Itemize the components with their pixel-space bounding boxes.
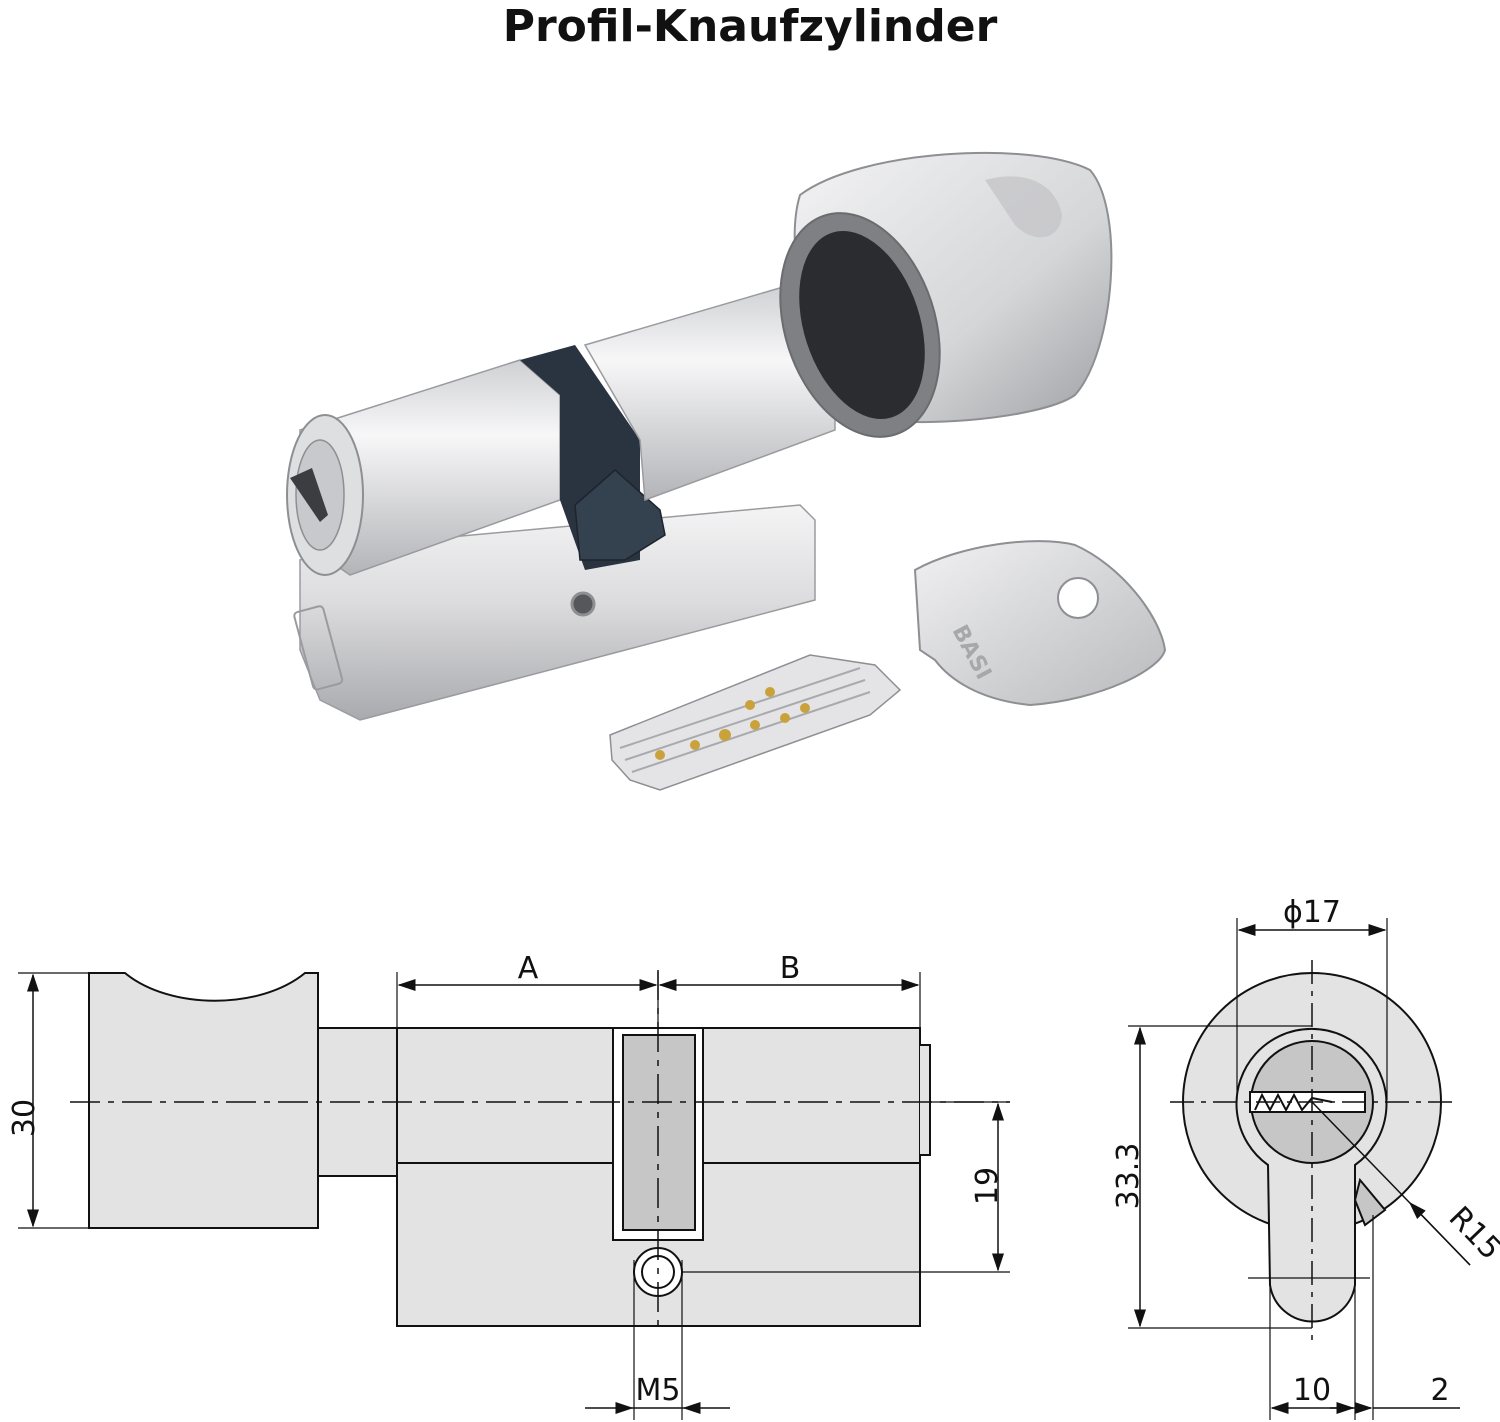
key-bow (913, 540, 1167, 707)
label-m5: M5 (636, 1373, 681, 1408)
side-view-drawing (18, 970, 1010, 1420)
label-a: A (518, 951, 539, 986)
label-19: 19 (970, 1167, 1005, 1205)
label-b: B (780, 951, 801, 986)
brand-logo (293, 605, 344, 691)
front-view-labels: ϕ17 33.3 R15 10 2 (1111, 895, 1500, 1408)
knob-outline (88, 972, 319, 1229)
fixing-screw-hole (570, 591, 596, 617)
key-pin-dimples (655, 687, 810, 760)
half-b-upper (702, 1027, 921, 1164)
label-33-3: 33.3 (1111, 1143, 1146, 1210)
keyway-slot (290, 468, 328, 522)
side-view-labels: 30 A B 19 M5 (7, 951, 1005, 1408)
half-a-upper (396, 1027, 614, 1164)
key-render: BASI (609, 540, 1167, 791)
front-view-drawing (1128, 918, 1471, 1420)
cam (622, 1034, 696, 1231)
label-17: ϕ17 (1283, 895, 1341, 930)
label-10: 10 (1293, 1373, 1331, 1408)
cylinder-lower-body (299, 504, 816, 721)
label-r15: R15 (1442, 1200, 1500, 1267)
thumb-turn-knob (779, 151, 1113, 438)
front-cam (1353, 1177, 1387, 1227)
label-2: 2 (1430, 1373, 1449, 1408)
cylinder-render (286, 151, 1113, 721)
cam-lever (574, 469, 666, 561)
label-30: 30 (7, 1099, 42, 1137)
page-title: Profil-Knaufzylinder (502, 1, 998, 52)
end-collar (920, 1044, 931, 1156)
key-ring-hole (1057, 577, 1099, 619)
